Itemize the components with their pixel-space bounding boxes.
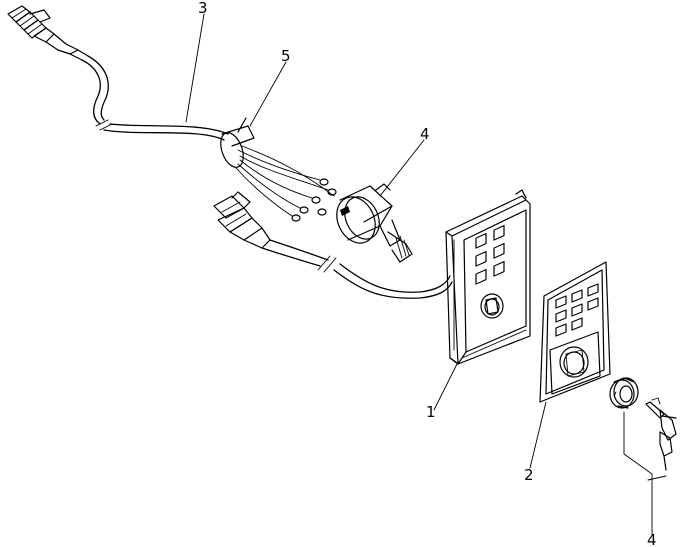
callout-3: 3 <box>198 0 208 17</box>
label-plate <box>539 261 611 403</box>
leader-lines <box>185 13 667 535</box>
panel-assembly <box>445 189 531 365</box>
key-switch <box>609 377 639 409</box>
label-switch-grid <box>555 283 599 337</box>
panel-switch-grid <box>475 224 505 285</box>
panel-cable <box>213 191 453 299</box>
callout-4-upper: 4 <box>420 125 430 143</box>
callout-2: 2 <box>524 466 534 484</box>
ignition-keys <box>645 397 677 471</box>
callout-4-lower: 4 <box>647 531 657 547</box>
grommet-clamp <box>220 117 255 168</box>
callout-1: 1 <box>426 403 436 421</box>
wire-harness <box>7 5 337 222</box>
pressure-switch <box>336 183 413 263</box>
harness-connector-lower <box>213 191 271 249</box>
lead-wires <box>235 145 337 222</box>
callout-5: 5 <box>281 47 291 65</box>
harness-connector-top <box>7 5 89 61</box>
callout-labels: 3 5 4 1 2 4 <box>198 0 657 547</box>
